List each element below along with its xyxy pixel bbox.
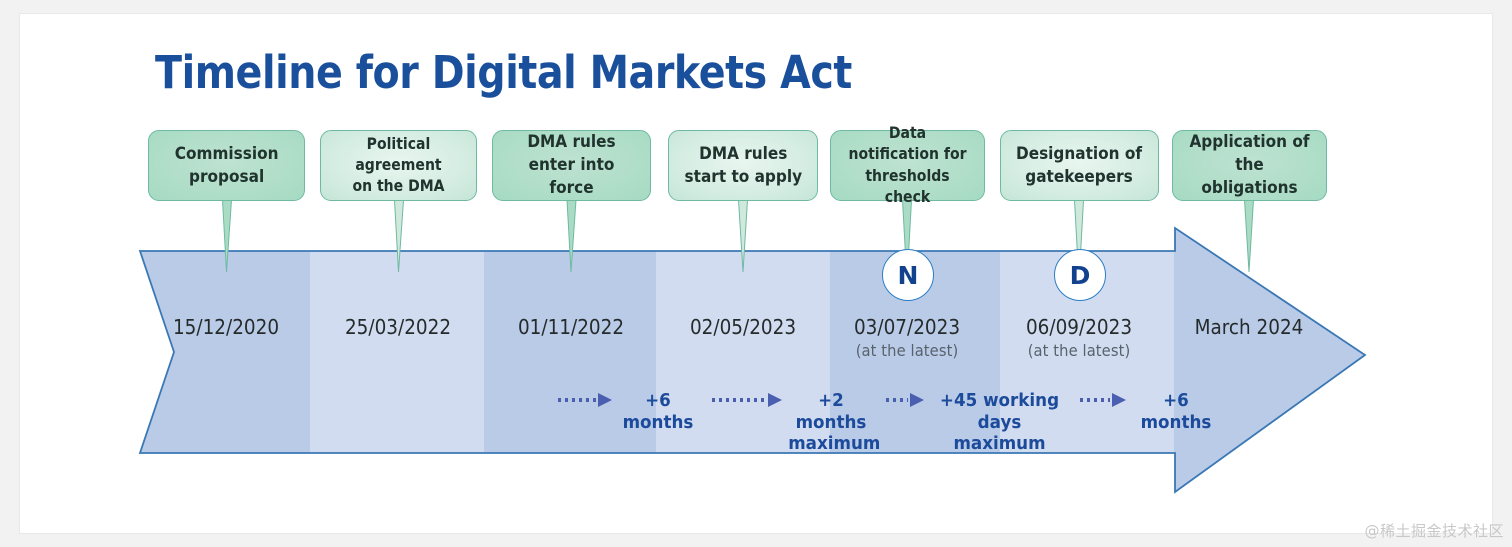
duration-label-1: +6 months — [622, 390, 694, 433]
duration-label-3: +45 working days maximum — [939, 390, 1060, 455]
date-note: (at the latest) — [855, 341, 959, 360]
date-value: 02/05/2023 — [689, 315, 797, 339]
watermark: @稀土掘金技术社区 — [1364, 522, 1504, 540]
marker-designation: D — [1054, 249, 1106, 301]
callout-data-notification[interactable]: Data notification for thresholds check — [830, 124, 985, 206]
callout-label: Political agreement on the DMA — [352, 134, 445, 196]
callout-designation-gatekeepers[interactable]: Designation of gatekeepers — [1000, 130, 1159, 201]
date-value: 03/07/2023 — [853, 315, 961, 339]
date-note: (at the latest) — [1027, 341, 1131, 360]
milestone-date-4: 02/05/2023 — [670, 315, 815, 339]
milestone-date-5: 03/07/2023 (at the latest) — [834, 315, 979, 360]
callout-application-obligations[interactable]: Application of the obligations — [1172, 130, 1327, 201]
date-value: 15/12/2020 — [172, 315, 280, 339]
date-value: March 2024 — [1194, 315, 1304, 339]
date-value: 06/09/2023 — [1025, 315, 1133, 339]
marker-letter: N — [897, 260, 919, 290]
milestone-date-6: 06/09/2023 (at the latest) — [1006, 315, 1151, 360]
callout-label: Application of the obligations — [1189, 132, 1310, 198]
callout-rules-enter-force[interactable]: DMA rules enter into force — [492, 130, 651, 201]
duration-label-4: +6 months — [1140, 390, 1212, 433]
callout-label: DMA rules start to apply — [684, 143, 802, 187]
date-value: 25/03/2022 — [344, 315, 452, 339]
marker-notification: N — [882, 249, 934, 301]
page-title: Timeline for Digital Markets Act — [155, 46, 852, 99]
callout-political-agreement[interactable]: Political agreement on the DMA — [320, 130, 477, 201]
milestone-date-2: 25/03/2022 — [325, 315, 470, 339]
date-value: 01/11/2022 — [517, 315, 625, 339]
milestone-date-7: March 2024 — [1176, 315, 1321, 339]
callout-label: Designation of gatekeepers — [1016, 143, 1143, 187]
callout-label: Data notification for thresholds check — [848, 124, 967, 206]
callout-rules-start-apply[interactable]: DMA rules start to apply — [668, 130, 818, 201]
marker-letter: D — [1069, 260, 1091, 290]
milestone-date-1: 15/12/2020 — [153, 315, 298, 339]
callout-label: Commission proposal — [174, 143, 279, 187]
duration-label-2: +2 months maximum — [788, 390, 881, 455]
callout-commission-proposal[interactable]: Commission proposal — [148, 130, 305, 201]
callout-label: DMA rules enter into force — [527, 132, 616, 198]
milestone-date-3: 01/11/2022 — [498, 315, 643, 339]
